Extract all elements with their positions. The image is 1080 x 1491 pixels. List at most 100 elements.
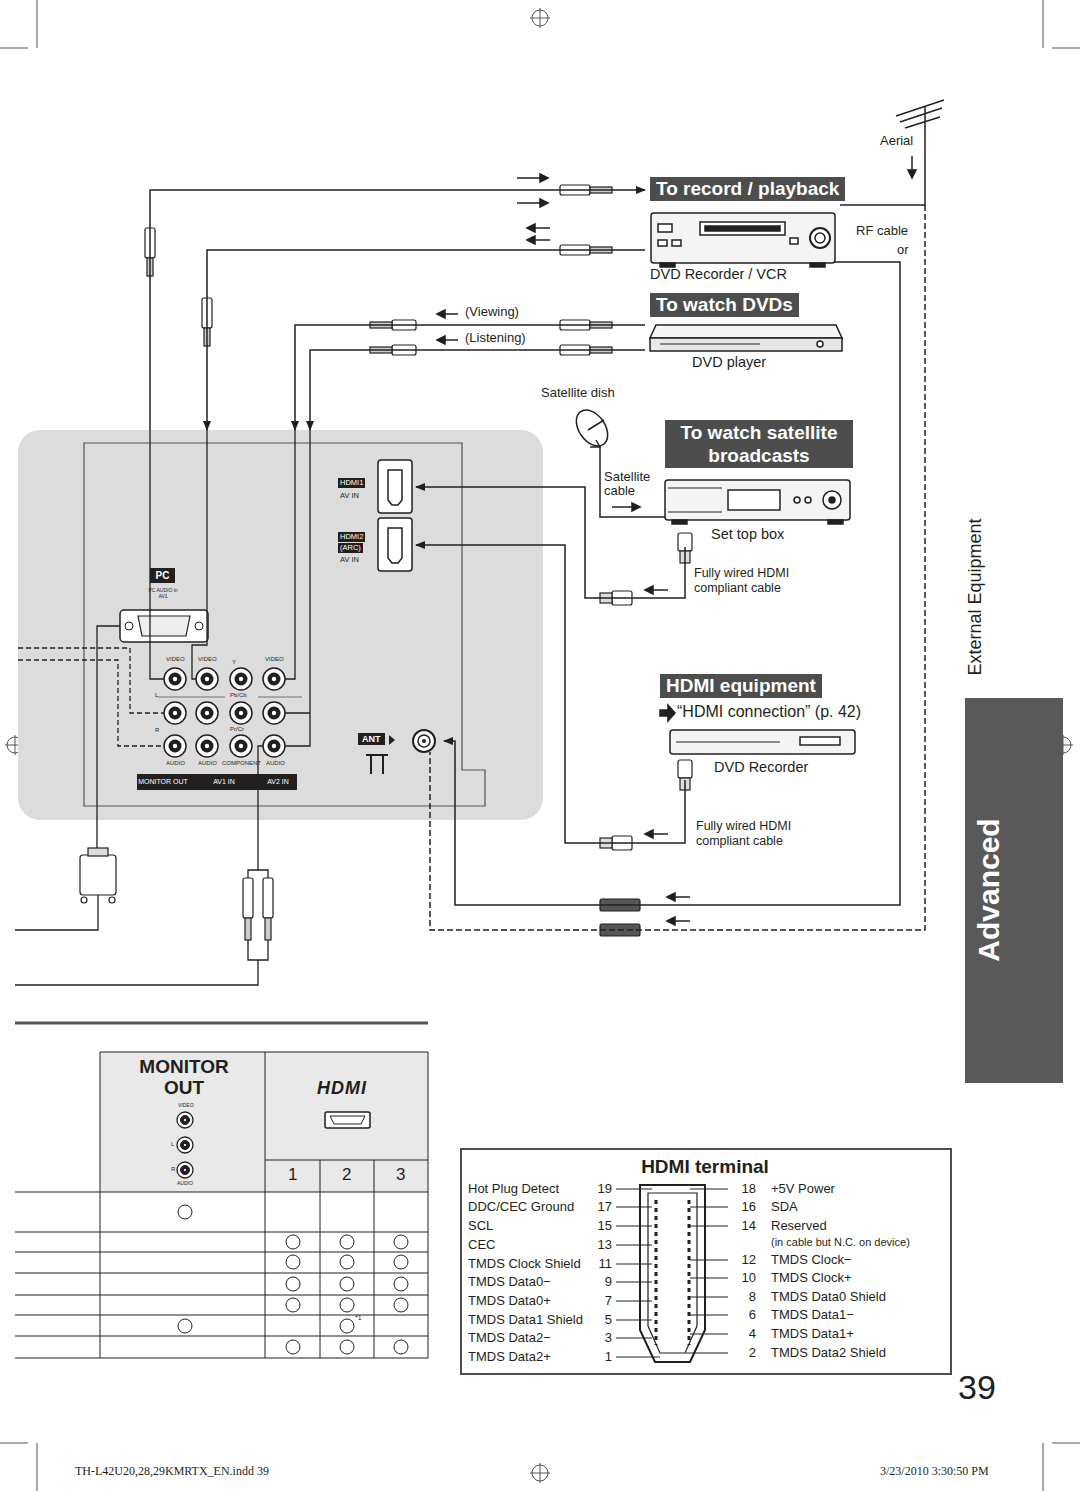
pin-label: Reserved [771, 1218, 827, 1234]
compatibility-table [394, 1255, 408, 1269]
cable-plugs [678, 760, 692, 778]
terminal-label: Pr/Cr [230, 726, 244, 733]
crop-marks [530, 1463, 550, 1483]
section-heading: To watch DVDs [650, 293, 799, 317]
cable-label: (Viewing) [463, 305, 521, 320]
compatibility-table [177, 1112, 193, 1128]
pin-label: Hot Plug Detect [468, 1181, 559, 1197]
hdmi-pin-diagram [640, 1185, 705, 1362]
hdmi-pin-diagram [616, 1189, 660, 1357]
cable-connector [416, 487, 685, 598]
pin-label: TMDS Clock+ [771, 1270, 852, 1286]
cable-plugs [243, 878, 253, 918]
terminal-strip-label: AV1 IN [189, 774, 259, 790]
device-caption: DVD Recorder [714, 759, 808, 776]
recorder-device [705, 226, 780, 231]
section-heading: To record / playback [650, 177, 845, 201]
cable-connector [207, 250, 645, 430]
table-cell: R [171, 1166, 175, 1173]
compatibility-table [340, 1319, 354, 1333]
direction-arrows [652, 589, 668, 591]
tv-rear-panel [230, 735, 252, 757]
direction-arrows [444, 339, 458, 341]
terminal-label: PC [150, 568, 175, 583]
set-top-box-device [805, 497, 811, 503]
terminal-label: R [155, 727, 159, 734]
pin-label: 18 [730, 1181, 756, 1197]
compatibility-table [100, 1052, 428, 1192]
pin-label: TMDS Clock Shield [468, 1256, 581, 1272]
recorder-device [651, 213, 835, 267]
tv-rear-panel [138, 616, 190, 636]
annotation-label: Satellite cable [604, 470, 664, 498]
aerial-and-dish [430, 100, 944, 930]
set-top-box-device [828, 520, 843, 524]
pin-label: TMDS Data2+ [468, 1349, 551, 1365]
direction-arrows [645, 586, 653, 594]
compatibility-table [286, 1255, 300, 1269]
compatibility-table [340, 1277, 354, 1291]
cable-plugs [245, 918, 251, 940]
device-group: To record / playbackDVD Recorder / VCR [645, 175, 877, 287]
panel-wires [18, 660, 164, 746]
direction-arrows [437, 310, 445, 318]
direction-arrows [534, 239, 550, 241]
panel-wires [15, 895, 98, 930]
tv-rear-panel [422, 739, 426, 743]
hdmi-pin-diagram [656, 1200, 689, 1345]
tv-rear-panel [263, 702, 285, 724]
tv-rear-panel [120, 610, 208, 642]
compatibility-table [177, 1137, 193, 1153]
terminal-label: Y [232, 659, 236, 666]
direction-arrows [660, 705, 675, 721]
compatibility-table [15, 1023, 428, 1358]
pin-label: 11 [588, 1256, 612, 1272]
set-top-box-device [672, 520, 687, 524]
page-reference: “HDMI connection” (p. 42) [677, 703, 861, 721]
tv-rear-panel [164, 668, 186, 690]
panel-wires [15, 430, 310, 985]
pin-label: TMDS Data1+ [771, 1326, 854, 1342]
tv-rear-panel [164, 735, 186, 757]
direction-arrows [645, 830, 653, 838]
hdmi-port: HDMI2(ARC)AV IN [336, 518, 416, 576]
pin-label: TMDS Clock− [771, 1252, 852, 1268]
compatibility-table [100, 1052, 428, 1358]
pin-label: TMDS Data1 Shield [468, 1312, 583, 1328]
pin-label: 15 [588, 1218, 612, 1234]
tv-rear-panel [263, 735, 285, 757]
pin-label: 13 [588, 1237, 612, 1253]
terminal-strip-label: MONITOR OUT [137, 774, 189, 790]
panel-wires [150, 430, 164, 679]
cable-plugs [265, 918, 271, 940]
tv-rear-panel [196, 702, 218, 724]
cable-connector [444, 262, 900, 905]
tv-rear-panel [378, 460, 412, 513]
panel-wires [97, 626, 120, 855]
pin-label: TMDS Data2 Shield [771, 1345, 886, 1361]
pin-label: 12 [730, 1252, 756, 1268]
compatibility-table [340, 1255, 354, 1269]
pin-label: 3 [588, 1330, 612, 1346]
direction-arrows [911, 156, 913, 171]
hdmi-port: HDMI1AV IN [336, 458, 416, 516]
hdmi-dvd-recorder-device [676, 742, 780, 743]
hdmi-pin-diagram [616, 1185, 728, 1362]
tv-rear-panel [125, 622, 133, 630]
compatibility-table [394, 1298, 408, 1312]
direction-arrows [540, 199, 548, 207]
aerial-and-dish [896, 100, 944, 135]
terminal-label: L [155, 692, 158, 699]
dvd-player-device [817, 341, 823, 347]
direction-arrows [612, 506, 633, 508]
pin-label: 1 [588, 1349, 612, 1365]
compatibility-table [325, 1112, 370, 1128]
terminal-label: VIDEO [198, 656, 217, 663]
annotation-label: Satellite dish [541, 386, 615, 401]
cable-connector [416, 545, 685, 843]
direction-arrows [667, 917, 675, 925]
compatibility-table [394, 1277, 408, 1291]
section-heading: HDMI equipment [660, 674, 822, 698]
compatibility-table [330, 1116, 365, 1124]
